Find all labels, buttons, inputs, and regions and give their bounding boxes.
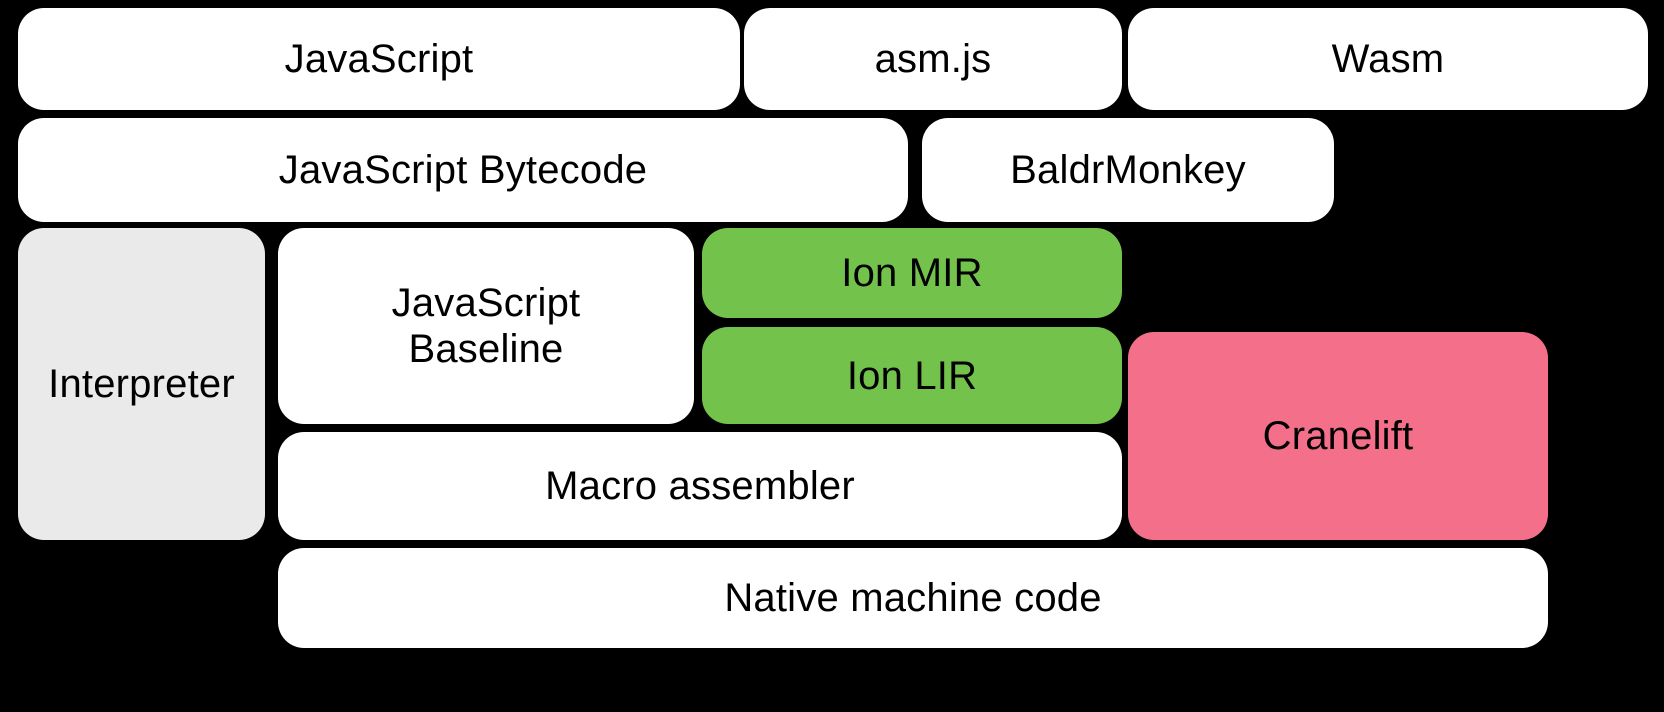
node-javascript-baseline: JavaScript Baseline	[278, 228, 694, 424]
node-ion-mir: Ion MIR	[702, 228, 1122, 318]
node-wasm: Wasm	[1128, 8, 1648, 110]
node-interpreter: Interpreter	[18, 228, 265, 540]
node-javascript: JavaScript	[18, 8, 740, 110]
node-macro-assembler: Macro assembler	[278, 432, 1122, 540]
node-baldrmonkey: BaldrMonkey	[922, 118, 1334, 222]
node-javascript-bytecode: JavaScript Bytecode	[18, 118, 908, 222]
node-cranelift: Cranelift	[1128, 332, 1548, 540]
node-asmjs: asm.js	[744, 8, 1122, 110]
node-ion-lir: Ion LIR	[702, 327, 1122, 424]
node-native-machine-code: Native machine code	[278, 548, 1548, 648]
